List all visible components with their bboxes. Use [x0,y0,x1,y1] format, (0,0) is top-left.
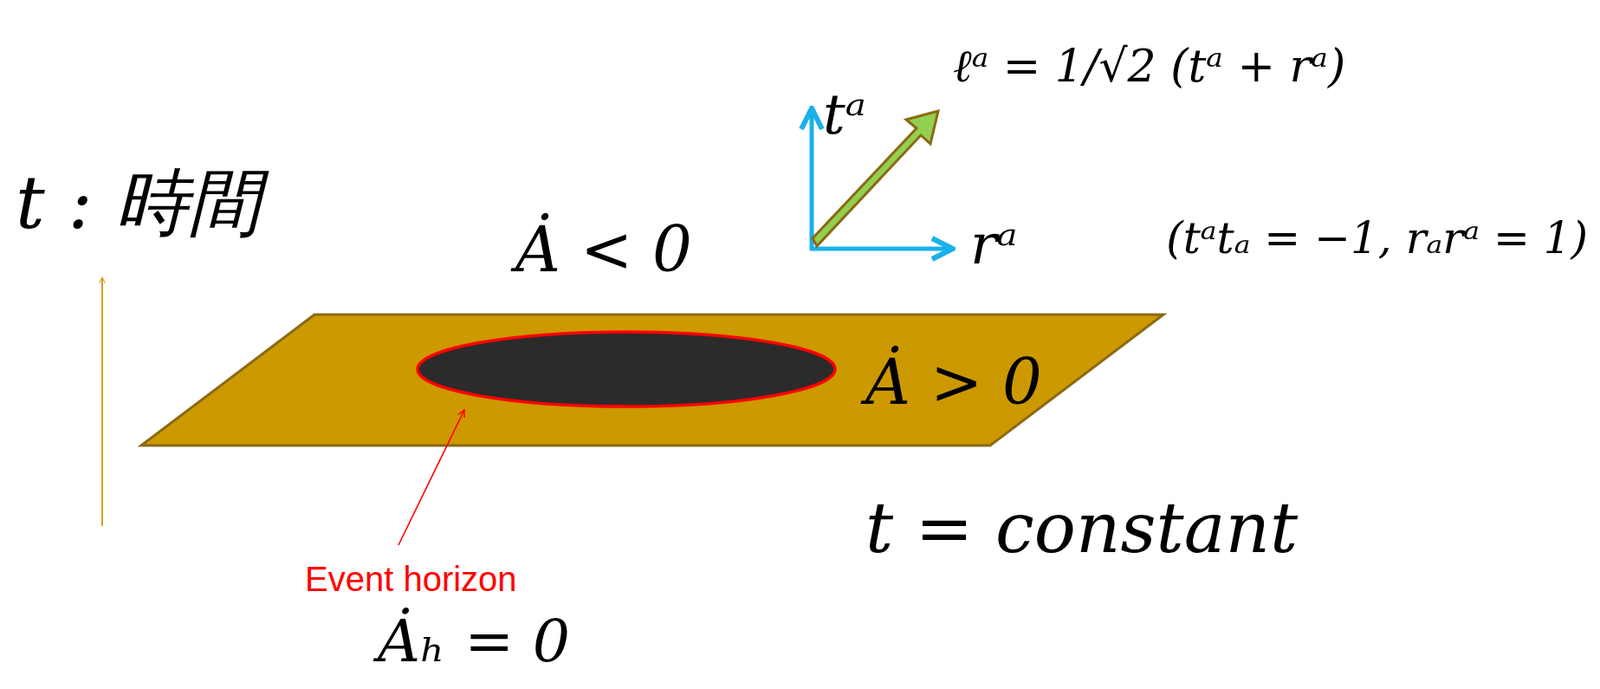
formula: ℓᵃ = 1/√2 (tᵃ + rᵃ) [952,43,1346,89]
slice-label: t = constant [865,493,1298,564]
area-change: Ȧ < 0 [515,218,693,281]
callout-label: Event horizon [304,561,518,596]
area-change: Ȧₕ = 0 [377,611,571,671]
time-arrow [101,277,104,526]
time-label: t : 時間 [15,166,261,240]
r-axis [809,246,951,252]
leader-line [398,409,465,545]
area-change: Ȧ > 0 [865,350,1043,414]
formula: (tᵃtₐ = −1, rₐrᵃ = 1) [1165,216,1588,260]
slice-plane: Ȧ > 0 [141,314,1164,446]
axis-label: rᵃ [970,216,1018,273]
plane [141,314,1164,446]
axis-label: tᵃ [822,86,867,143]
black-hole [417,331,836,407]
t-axis [809,110,815,250]
